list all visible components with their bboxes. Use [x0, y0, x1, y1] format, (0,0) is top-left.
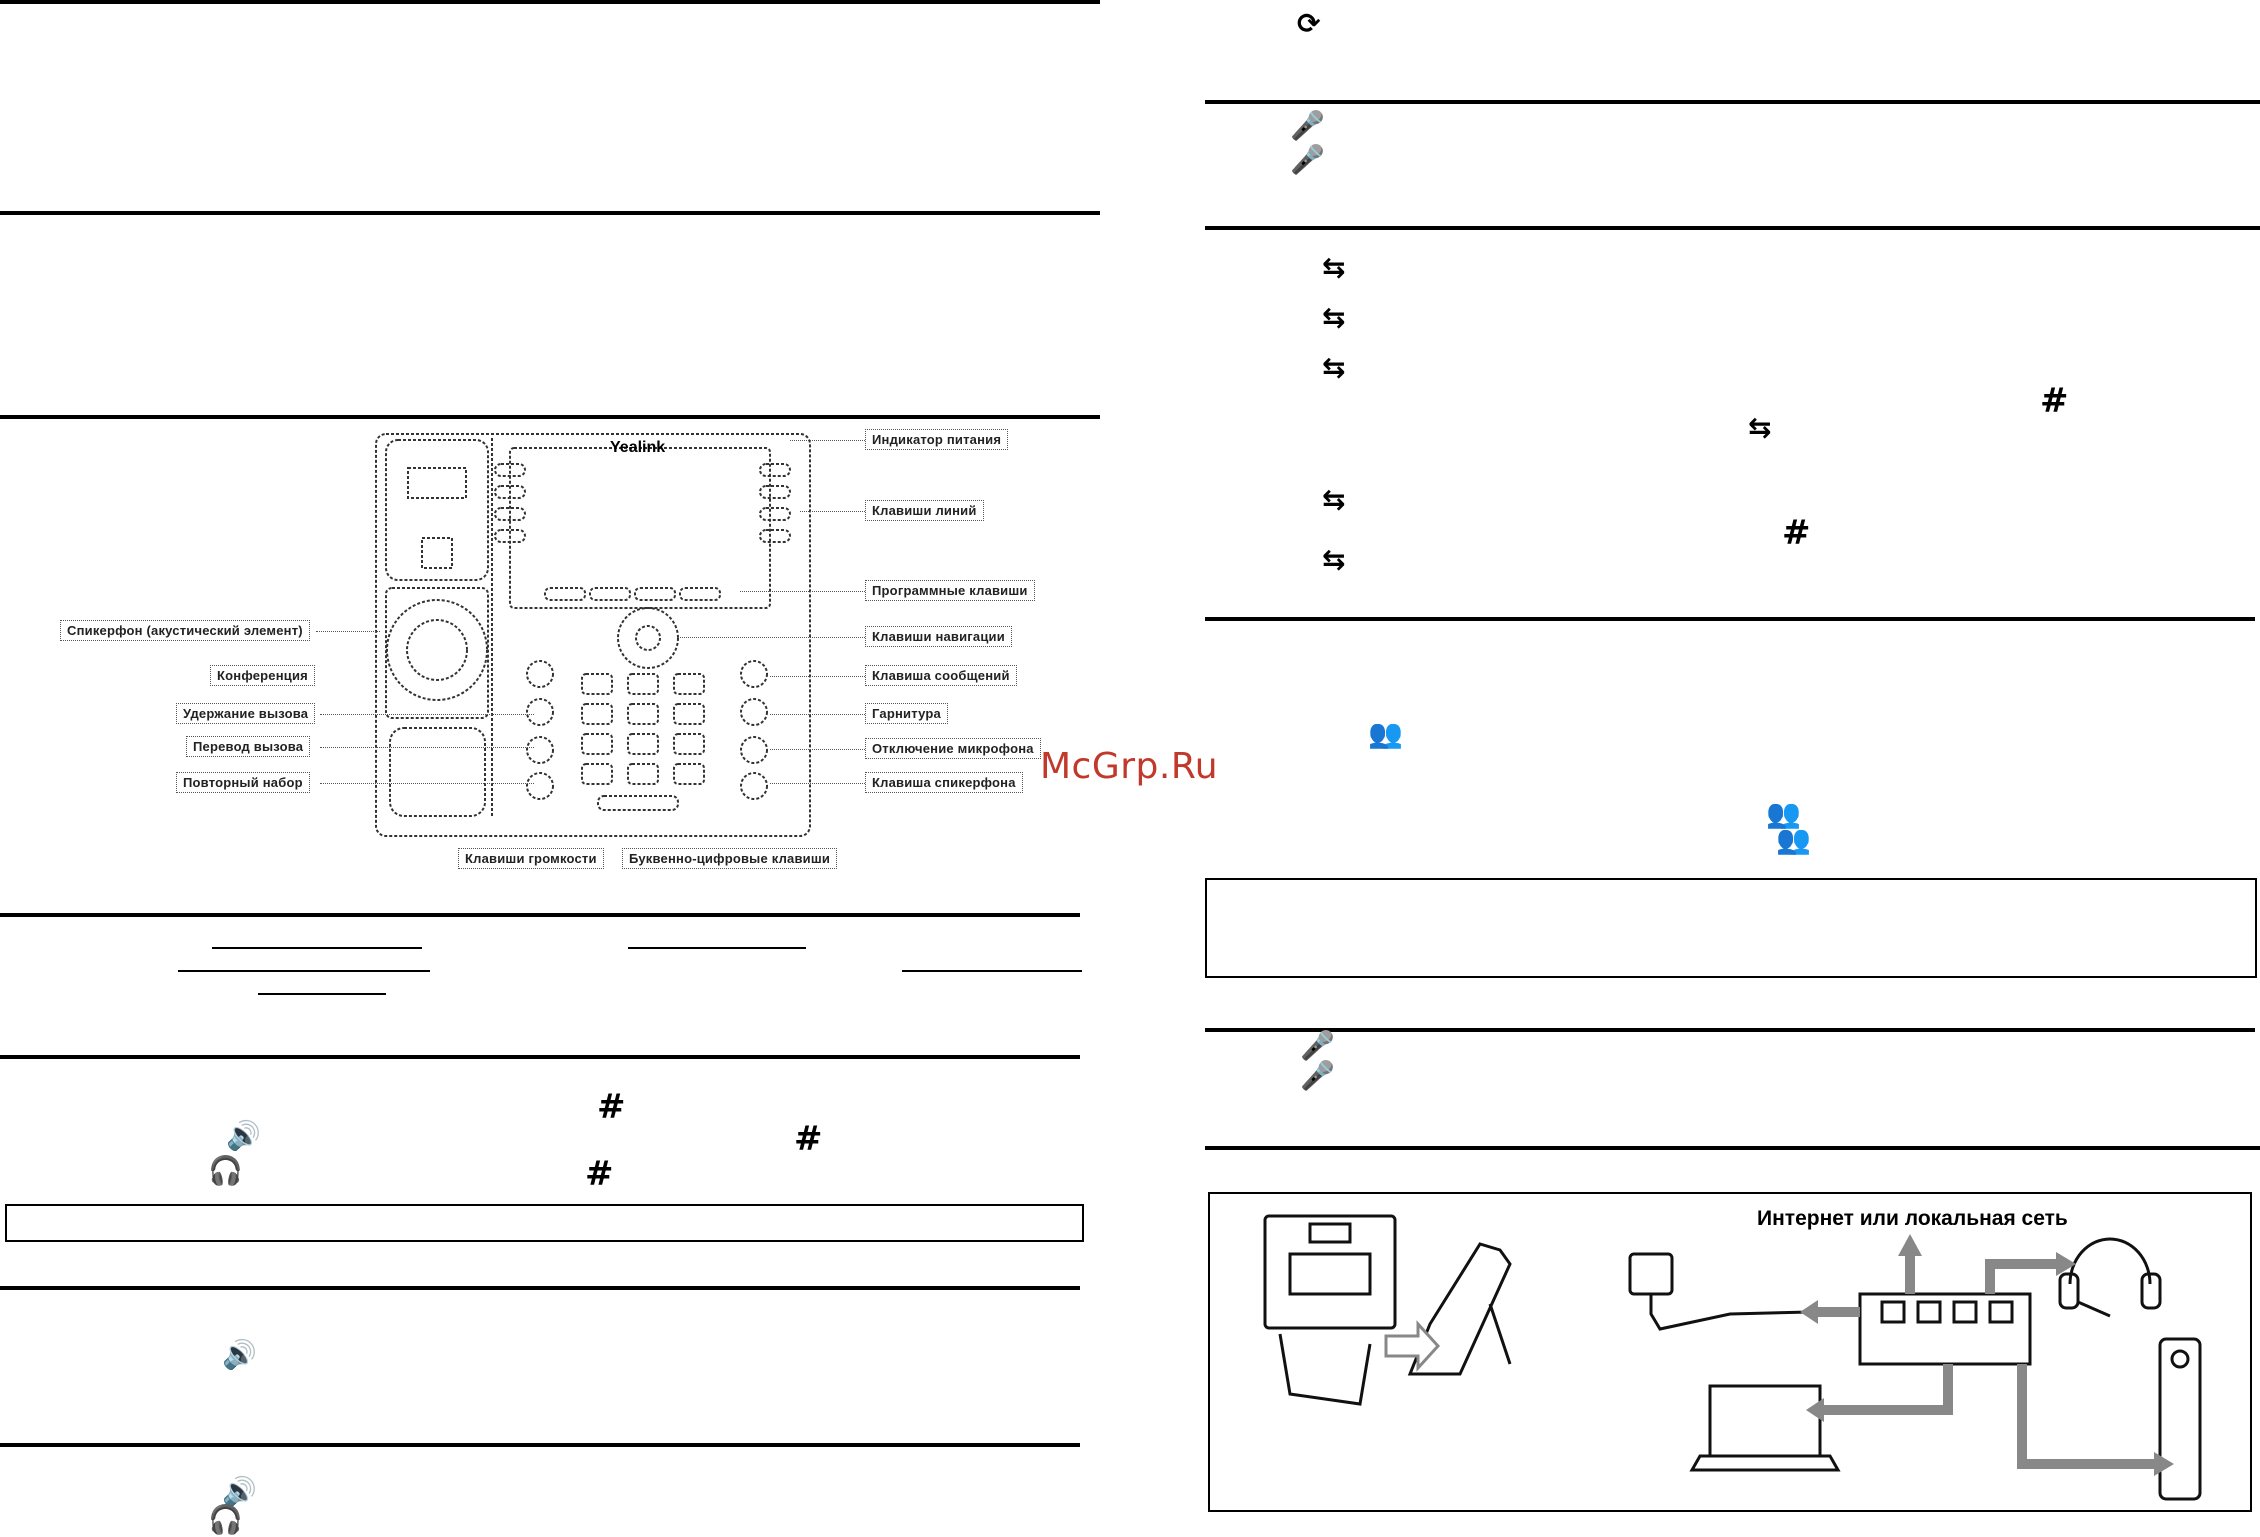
leader-line: [770, 783, 865, 784]
mute-icon: 🎤: [1300, 1029, 1335, 1062]
section-rule-2: [0, 211, 1100, 215]
callout-volume-keys: Клавиши громкости: [458, 848, 604, 869]
callout-hold: Удержание вызова: [176, 703, 316, 724]
note-box: [5, 1204, 1084, 1242]
speaker-icon: 🔊: [226, 1119, 261, 1152]
section-rule-3: [0, 415, 1100, 419]
refresh-icon: ⟳: [1297, 7, 1321, 40]
leader-line: [790, 440, 865, 441]
underline-link: [212, 947, 422, 949]
speaker-icon: 🔊: [222, 1338, 257, 1371]
section-rule-10: [1205, 617, 2255, 621]
section-rule-11: [1205, 1028, 2255, 1032]
callout-soft-keys: Программные клавиши: [865, 580, 1035, 601]
leader-line: [320, 714, 534, 715]
watermark: McGrp.Ru: [1040, 746, 1219, 787]
leader-line: [320, 747, 534, 748]
section-rule-12: [1205, 1146, 2260, 1150]
callout-mute: Отключение микрофона: [865, 738, 1041, 759]
callout-navigation-keys: Клавиши навигации: [865, 626, 1012, 647]
network-label: Интернет или локальная сеть: [1757, 1207, 2068, 1230]
connection-diagram: [1208, 1192, 2252, 1512]
leader-line: [680, 637, 865, 638]
section-rule-6: [0, 1286, 1080, 1290]
mute-icon: 🎤: [1290, 109, 1325, 142]
underline-link: [178, 970, 430, 972]
transfer-icon: ⇆: [1322, 351, 1346, 384]
section-rule-1: [0, 0, 1100, 4]
callout-speakerphone: Спикерфон (акустический элемент): [60, 620, 310, 641]
connection-illustration: [1263, 1214, 2202, 1501]
phone-brand: Yealink: [610, 439, 665, 456]
callout-speakerphone-key: Клавиша спикерфона: [865, 772, 1023, 793]
hash-icon: #: [2040, 381, 2069, 421]
leader-line: [770, 676, 865, 677]
section-rule-5: [0, 1055, 1080, 1059]
callout-line-keys: Клавиши линий: [865, 500, 984, 521]
speaker-icon: 🔊: [222, 1475, 257, 1508]
callout-alphanumeric-keys: Буквенно-цифровые клавиши: [622, 848, 838, 869]
transfer-icon: ⇆: [1322, 483, 1346, 516]
hash-icon: #: [1782, 513, 1811, 553]
mute-icon: 🎤: [1290, 143, 1325, 176]
section-rule-9: [1205, 226, 2260, 230]
callout-conference: Конференция: [210, 665, 315, 686]
callout-redial: Повторный набор: [176, 772, 310, 793]
hash-icon: #: [794, 1119, 823, 1159]
leader-line: [320, 783, 534, 784]
conference-icon: 👥: [1368, 717, 1403, 750]
callout-power-indicator: Индикатор питания: [865, 429, 1009, 450]
callout-message-key: Клавиша сообщений: [865, 665, 1017, 686]
leader-line: [800, 511, 865, 512]
leader-line: [770, 714, 865, 715]
transfer-icon: ⇆: [1322, 543, 1346, 576]
hash-icon: #: [585, 1154, 614, 1194]
mute-icon: 🎤: [1300, 1059, 1335, 1092]
transfer-icon: ⇆: [1748, 411, 1772, 444]
conference-icon: 👥: [1766, 797, 1801, 830]
section-rule-8: [1205, 100, 2260, 104]
callout-headset: Гарнитура: [865, 703, 948, 724]
callout-transfer: Перевод вызова: [186, 736, 311, 757]
note-box: [1205, 878, 2257, 978]
leader-line: [740, 591, 865, 592]
transfer-icon: ⇆: [1322, 251, 1346, 284]
section-rule-4: [0, 913, 1080, 917]
underline-link: [628, 947, 806, 949]
leader-line: [770, 749, 865, 750]
hash-icon: #: [597, 1087, 626, 1127]
headset-icon: 🎧: [208, 1154, 243, 1187]
conference-icon: 👥: [1776, 823, 1811, 856]
transfer-icon: ⇆: [1322, 301, 1346, 334]
leader-line: [316, 631, 380, 632]
phone-diagram: Yealink: [375, 433, 811, 837]
underline-link: [902, 970, 1082, 972]
underline-link: [258, 993, 386, 995]
section-rule-7: [0, 1443, 1080, 1447]
headset-icon: 🎧: [208, 1503, 243, 1536]
